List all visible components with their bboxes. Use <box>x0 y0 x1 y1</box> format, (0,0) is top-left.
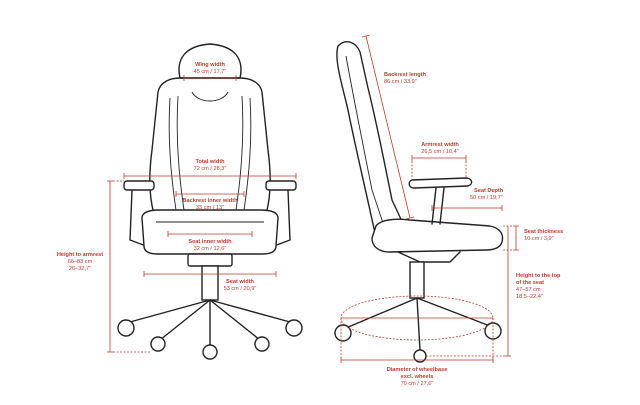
seat-depth-line <box>431 205 503 211</box>
backrest-inner-width-line <box>175 191 245 197</box>
seat-inner-width-value: 32 cm / 12,6" <box>194 246 227 252</box>
front-armrest-left-post <box>129 189 147 247</box>
height-to-seat-value-cm: 47–57 cm <box>516 287 541 293</box>
side-wheel-1 <box>334 324 352 342</box>
backrest-length-title: Backrest length <box>384 72 427 78</box>
seat-thickness-line <box>513 225 519 251</box>
seat-width-title: Seat width <box>226 279 255 285</box>
front-wheel-4 <box>254 336 270 352</box>
backrest-length-value: 86 cm / 33,9" <box>384 79 417 85</box>
wheelbase-extension <box>340 318 494 360</box>
side-armrest-pad <box>408 177 473 189</box>
height-to-seat-title-2: of the seat <box>516 280 544 286</box>
backrest-inner-width-value: 33 cm / 13" <box>196 205 224 211</box>
height-to-seat-value-in: 18,5–22,4" <box>516 294 543 300</box>
side-gas-lift <box>409 261 425 299</box>
side-mechanism <box>397 251 461 263</box>
backrest-length-line <box>361 34 415 220</box>
front-backrest-stripe-left-outer <box>168 97 177 211</box>
side-wheelbase-arms <box>345 297 491 351</box>
front-seat <box>141 209 279 255</box>
front-wheel-3 <box>150 336 166 352</box>
armrest-width-title: Armrest width <box>421 142 459 148</box>
front-backrest-stripe-right-outer <box>243 97 252 211</box>
wheelbase-title-2: excl. wheels <box>401 374 434 380</box>
front-armrest-right-pad <box>265 180 297 191</box>
height-to-seat-line <box>505 226 511 357</box>
armrest-width-line <box>411 155 467 161</box>
front-armrest-left-pad <box>123 180 155 191</box>
seat-depth-title: Seat Depth <box>474 188 504 194</box>
front-backrest-stripe-left-inner <box>176 95 185 211</box>
armrest-width-extension <box>411 161 467 178</box>
front-headrest <box>178 43 242 79</box>
total-width-value: 72 cm / 28,3" <box>194 166 227 172</box>
side-dimensions: Backrest length 86 cm / 33,9" Armrest wi… <box>340 34 563 387</box>
height-to-armrest-line <box>107 180 113 353</box>
front-backrest <box>149 77 271 215</box>
front-mechanism <box>187 253 233 267</box>
height-to-armrest-title: Height to armrest <box>57 252 103 258</box>
height-to-armrest-extension <box>113 180 150 353</box>
wing-width-line <box>183 75 237 81</box>
front-view-chair <box>117 43 303 360</box>
front-wheel-5 <box>202 344 218 360</box>
wing-width-value: 45 cm / 17,7" <box>194 69 227 75</box>
seat-depth-value: 50 cm / 19,7" <box>470 195 503 201</box>
backrest-inner-width-title: Backrest inner width <box>182 198 238 204</box>
armrest-width-value: 26,5 cm / 10,4" <box>421 149 458 155</box>
seat-width-value: 53 cm / 20,9" <box>224 286 257 292</box>
side-backrest-stripe <box>345 55 385 227</box>
front-armrest-right-post <box>273 189 291 247</box>
side-view-chair <box>334 41 504 363</box>
front-wheel-1 <box>117 319 135 337</box>
seat-inner-width-title: Seat inner width <box>188 239 232 245</box>
front-gas-lift <box>201 265 219 301</box>
wing-width-title: Wing width <box>195 62 225 68</box>
side-armrest-post <box>431 187 445 225</box>
front-wheelbase-arms <box>129 299 291 349</box>
height-to-armrest-value-cm: 66–83 cm <box>68 259 93 265</box>
wheelbase-value: 70 cm / 27,6" <box>401 381 434 387</box>
wheelbase-dimension-line <box>340 357 494 363</box>
wheelbase-title-1: Diameter of wheelbase <box>387 367 448 373</box>
height-to-armrest-value-in: 26–32,7" <box>69 266 91 272</box>
seat-inner-width-line <box>167 231 253 237</box>
front-backrest-stripe-right-inner <box>235 95 244 211</box>
seat-width-line <box>143 271 277 277</box>
front-headrest-slot <box>191 91 229 102</box>
total-width-title: Total width <box>195 159 225 165</box>
total-width-line <box>123 173 297 179</box>
seat-thickness-title: Seat thickness <box>524 229 563 235</box>
front-dimensions: Wing width 45 cm / 17,7" Total width 72 … <box>57 62 297 353</box>
front-wheel-2 <box>285 319 303 337</box>
seat-thickness-value: 10 cm / 3,9" <box>524 236 554 242</box>
side-seat <box>371 218 504 253</box>
height-to-seat-title-1: Height to the top <box>516 273 561 279</box>
